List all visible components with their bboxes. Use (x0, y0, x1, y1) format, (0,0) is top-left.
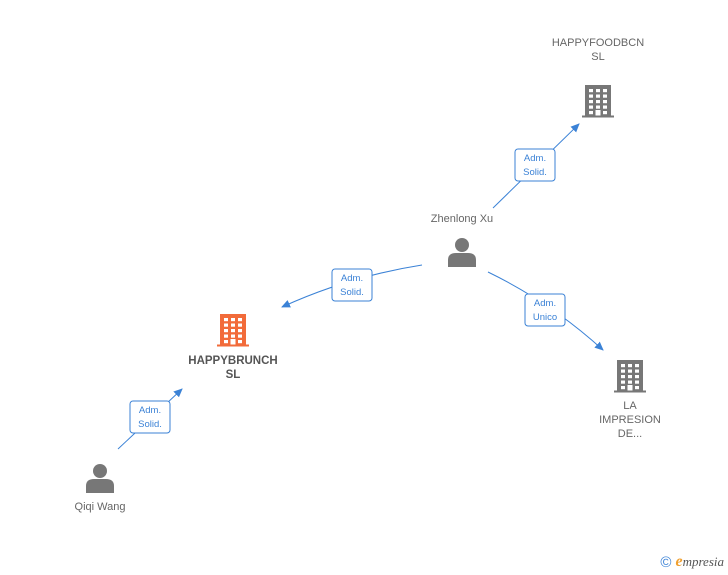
edge-qiqi-to-happybrunch[interactable]: Adm. Solid. (117, 388, 183, 450)
edge-label-text: Adm. (524, 153, 546, 164)
edge-label-box (129, 400, 171, 434)
edge-label-text: Adm. (534, 298, 556, 309)
edge-label-text: Solid. (138, 419, 162, 430)
node-label: HAPPYBRUNCH (188, 355, 277, 367)
node-label: SL (591, 51, 604, 63)
node-label: IMPRESION (599, 414, 661, 426)
nodes-layer: HAPPYFOODBCN SL Zhenlong Xu HAPPYBRUNCH SL LA… (75, 37, 661, 513)
edge-label-text: Unico (533, 312, 557, 323)
edge-zhenlong-to-happybrunch[interactable]: Adm. Solid. (281, 264, 423, 308)
building-icon (582, 85, 614, 118)
node-label: Zhenlong Xu (431, 213, 493, 225)
node-label: DE... (618, 428, 642, 440)
edge-label-text: Adm. (139, 405, 161, 416)
copyright-icon: © (660, 553, 672, 571)
brand-logo-initial: e (675, 553, 683, 570)
brand-name: mpresia (682, 554, 724, 569)
node-label: SL (226, 369, 241, 381)
person-icon (86, 464, 114, 493)
edge-zhenlong-to-laimpresion[interactable]: Adm. Unico (487, 271, 604, 351)
edge-zhenlong-to-happyfoodbcn[interactable]: Adm. Solid. (492, 123, 580, 209)
node-happybrunch[interactable]: HAPPYBRUNCH SL (188, 314, 278, 381)
node-label: LA (623, 400, 637, 412)
edge-label-text: Solid. (340, 287, 364, 298)
edge-label-box (331, 268, 373, 302)
node-zhenlong[interactable]: Zhenlong Xu (431, 213, 493, 267)
node-qiqi[interactable]: Qiqi Wang (75, 464, 126, 513)
edge-label-box (524, 293, 566, 327)
empresia-brand[interactable]: © empresia (660, 553, 724, 571)
edge-label-box (514, 148, 556, 182)
building-icon (614, 360, 646, 393)
node-laimpresion[interactable]: LA IMPRESION DE... (599, 360, 661, 440)
edge-label-text: Adm. (341, 273, 363, 284)
node-label: Qiqi Wang (75, 501, 126, 513)
person-icon (448, 238, 476, 267)
node-label: HAPPYFOODBCN (552, 37, 644, 49)
edge-label-text: Solid. (523, 167, 547, 178)
building-icon (217, 314, 249, 347)
node-happyfoodbcn[interactable]: HAPPYFOODBCN SL (552, 37, 644, 118)
